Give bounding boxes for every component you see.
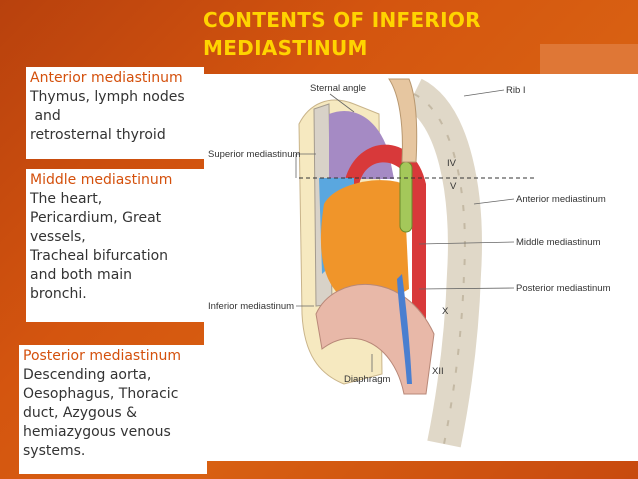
posterior-mediastinum-heading: Posterior mediastinum	[23, 348, 181, 364]
label-middle-mediastinum: Middle mediastinum	[516, 237, 601, 248]
mediastinum-diagram: Sternal angle Rib I Superior mediastinum…	[204, 74, 638, 461]
label-sternal-angle: Sternal angle	[310, 83, 366, 94]
middle-mediastinum-contents: The heart, Pericardium, Great vessels, T…	[30, 191, 169, 302]
middle-mediastinum-block: Middle mediastinum The heart, Pericardiu…	[26, 169, 204, 322]
label-inferior-mediastinum: Inferior mediastinum	[208, 301, 294, 312]
middle-mediastinum-heading: Middle mediastinum	[30, 172, 173, 188]
posterior-mediastinum-block: Posterior mediastinum Descending aorta, …	[19, 345, 207, 474]
slide-title: CONTENTS OF INFERIOR MEDIASTINUM	[203, 6, 563, 62]
label-diaphragm: Diaphragm	[344, 374, 391, 385]
anterior-mediastinum-block: Anterior mediastinum Thymus, lymph nodes…	[26, 67, 204, 159]
slide-title-line1: CONTENTS OF INFERIOR	[203, 8, 481, 32]
decorative-square	[540, 44, 638, 74]
label-rib-i: Rib I	[506, 85, 526, 96]
label-superior-mediastinum: Superior mediastinum	[208, 149, 300, 160]
heart-shape	[320, 180, 409, 301]
posterior-mediastinum-contents: Descending aorta, Oesophagus, Thoracic d…	[23, 367, 179, 459]
pharynx-shape	[388, 78, 418, 163]
label-vertebra-v: V	[450, 181, 457, 192]
azygos-shape	[397, 274, 412, 384]
label-vertebra-x: X	[442, 306, 449, 317]
trachea-shape	[399, 161, 413, 233]
label-vertebra-xii: XII	[432, 366, 444, 377]
label-vertebra-iv: IV	[447, 158, 457, 169]
slide-title-line2: MEDIASTINUM	[203, 36, 368, 60]
label-anterior-mediastinum: Anterior mediastinum	[516, 194, 606, 205]
anterior-mediastinum-heading: Anterior mediastinum	[30, 70, 183, 86]
mediastinum-illustration: Sternal angle Rib I Superior mediastinum…	[208, 78, 611, 448]
anterior-mediastinum-contents: Thymus, lymph nodes and retrosternal thy…	[30, 89, 185, 143]
label-posterior-mediastinum: Posterior mediastinum	[516, 283, 611, 294]
vertebral-column	[405, 78, 482, 448]
